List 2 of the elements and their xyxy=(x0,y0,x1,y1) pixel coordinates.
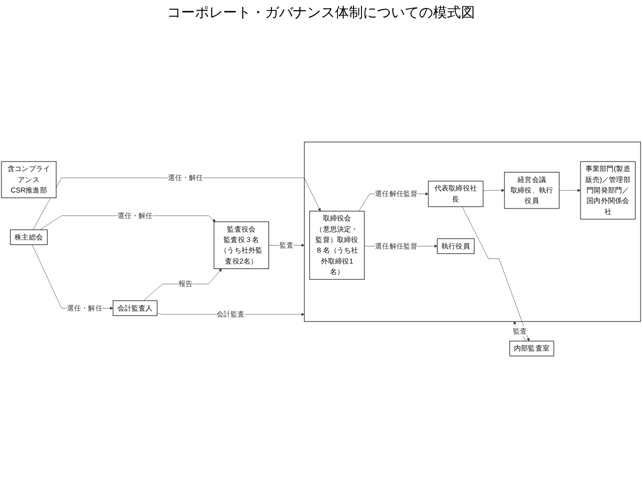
diagram-title: コーポレート・ガバナンス体制についての模式図 xyxy=(166,4,476,22)
cluster xyxy=(304,142,641,322)
